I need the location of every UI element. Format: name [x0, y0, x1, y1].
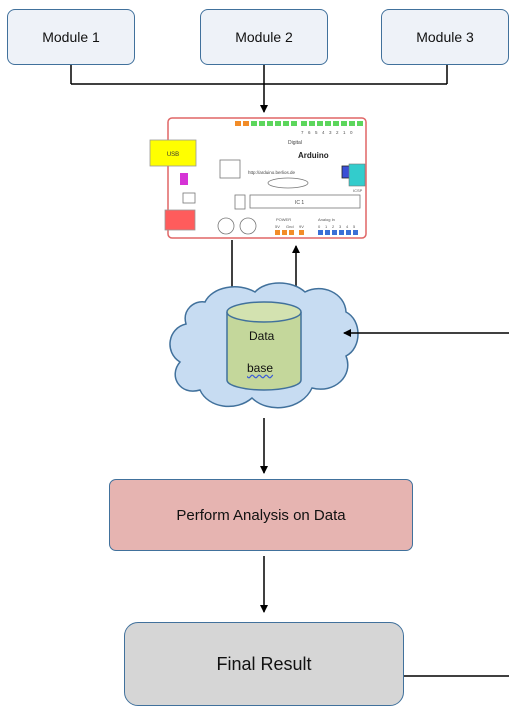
module-1-box: Module 1: [7, 9, 135, 65]
svg-text:7: 7: [301, 130, 304, 135]
capacitor-1: [217, 217, 235, 235]
database-label-line-2: base: [247, 361, 274, 375]
analog-header: [318, 230, 358, 235]
chip-small: [219, 159, 241, 179]
power-label: POWER: [276, 217, 291, 222]
led-cluster: [180, 173, 188, 185]
analog-label: Analog In: [318, 217, 335, 222]
svg-text:5V: 5V: [275, 224, 280, 229]
icsp-header: [348, 163, 366, 187]
final-result-box: Final Result: [124, 622, 404, 706]
usb-label: USB: [167, 152, 179, 158]
svg-text:Gnd: Gnd: [286, 224, 294, 229]
svg-text:4: 4: [346, 224, 349, 229]
digital-header: [235, 121, 363, 126]
database-cylinder: [226, 301, 302, 391]
svg-text:0: 0: [318, 224, 321, 229]
arduino-url: http://arduino.berlios.de: [248, 170, 296, 175]
svg-text:4: 4: [322, 130, 325, 135]
power-header: [275, 230, 304, 235]
ic-label: IC 1: [295, 200, 304, 206]
svg-text:1: 1: [343, 130, 346, 135]
power-jack: [164, 209, 196, 231]
svg-text:2: 2: [336, 130, 339, 135]
digital-label: Digital: [288, 140, 302, 146]
icsp-label: ICSP: [353, 188, 363, 193]
crystal: [267, 177, 309, 189]
svg-text:6: 6: [308, 130, 311, 135]
svg-text:2: 2: [332, 224, 335, 229]
module-connectors: [70, 64, 448, 113]
svg-text:5: 5: [315, 130, 318, 135]
main-chip: [249, 194, 361, 209]
regulator: [182, 192, 196, 204]
module-2-box: Module 2: [200, 9, 328, 65]
svg-text:9V: 9V: [299, 224, 304, 229]
svg-text:5: 5: [353, 224, 356, 229]
analog-pin-labels: 0 1 2 3 4 5: [318, 224, 356, 229]
svg-text:3: 3: [329, 130, 332, 135]
capacitor-2: [239, 217, 257, 235]
capacitor: [234, 194, 246, 210]
analysis-box: Perform Analysis on Data: [109, 479, 413, 551]
arduino-brand: Arduino: [298, 151, 329, 160]
database-label-line-1: Data: [249, 329, 275, 343]
svg-text:0: 0: [350, 130, 353, 135]
arduino-board: USB: [149, 117, 367, 239]
svg-text:3: 3: [339, 224, 342, 229]
svg-text:1: 1: [325, 224, 328, 229]
module-3-box: Module 3: [381, 9, 509, 65]
power-pin-labels: 5V Gnd 9V: [275, 224, 304, 229]
digital-pin-labels: 7 6 5 4 3 2 1 0: [301, 130, 353, 135]
usb-connector: [149, 139, 197, 167]
board-outline: [167, 117, 367, 239]
